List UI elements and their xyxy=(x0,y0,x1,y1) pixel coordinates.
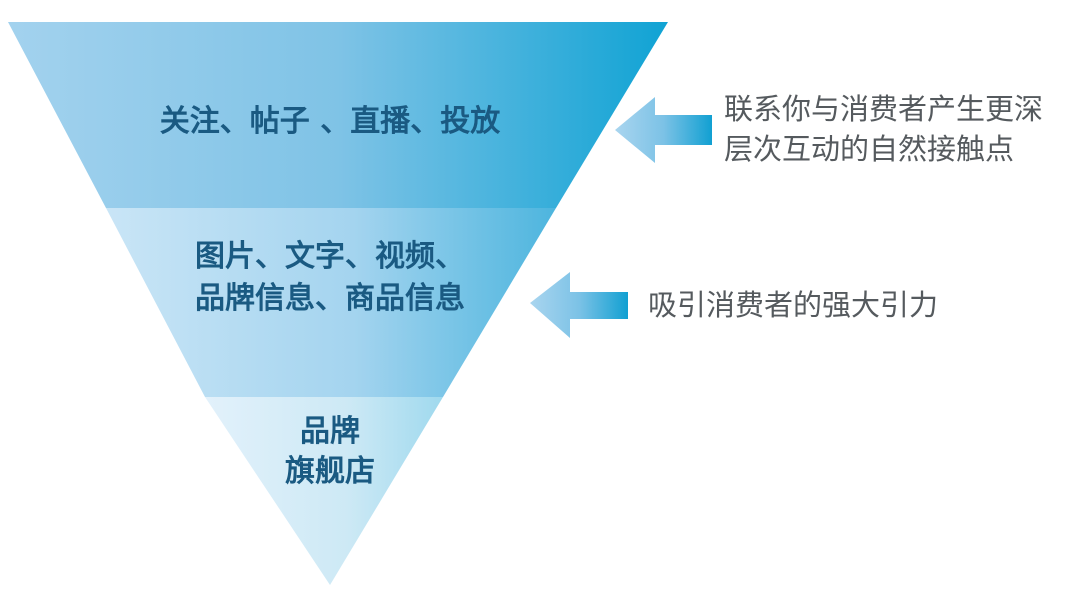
arrow-left-icon xyxy=(530,272,628,338)
annotation-engagement: 联系你与消费者产生更深 层次互动的自然接触点 xyxy=(724,92,1044,166)
tier-bottom-label: 品牌 旗舰店 xyxy=(285,414,375,489)
funnel-tier-bottom xyxy=(205,397,443,585)
annotation-attraction: 吸引消费者的强大引力 xyxy=(648,288,939,322)
funnel-tier-middle xyxy=(106,208,556,397)
arrow-left-icon xyxy=(615,97,712,163)
funnel-tier-top xyxy=(8,22,668,208)
tier-middle-label: 图片、文字、视频、 品牌信息、商品信息 xyxy=(195,239,465,316)
tier-top-label: 关注、帖子 、直播、投放 xyxy=(159,104,501,139)
